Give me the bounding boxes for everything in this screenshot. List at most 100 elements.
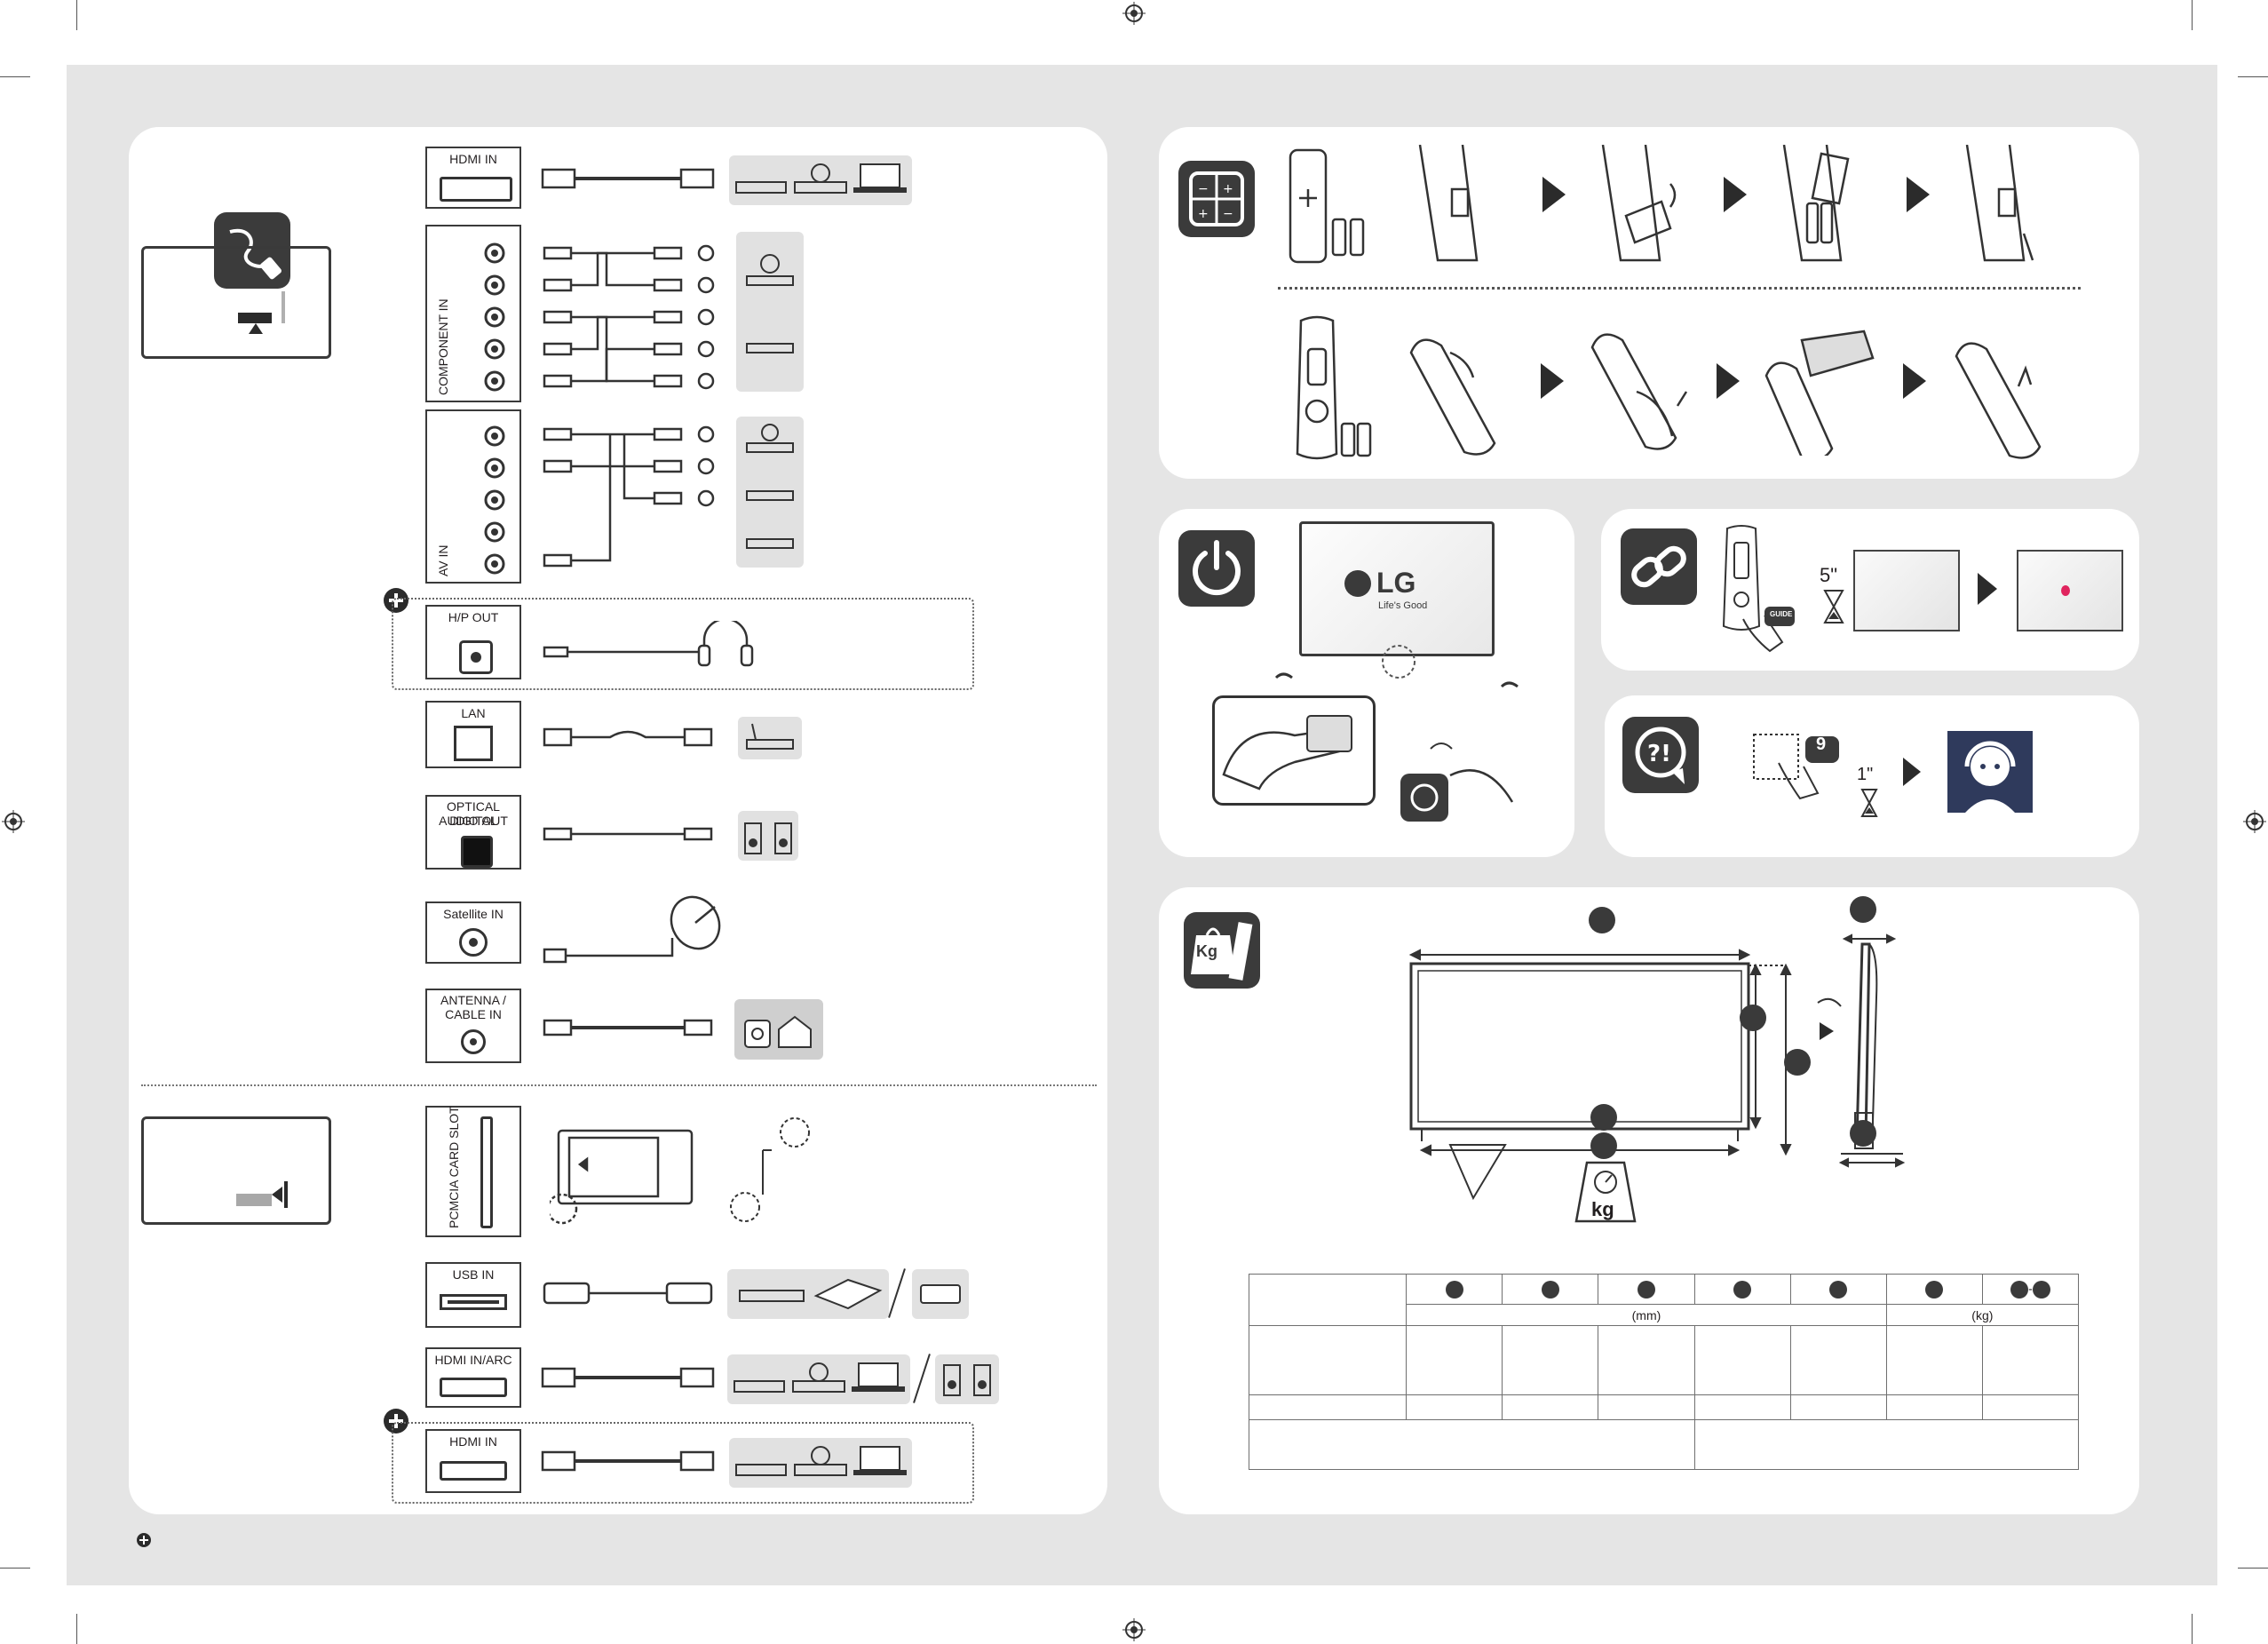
- svg-text:−: −: [1198, 182, 1209, 196]
- arrow-right-icon: [1903, 758, 1921, 786]
- scale-kg-label: kg: [1591, 1198, 1614, 1220]
- router-box: [738, 717, 802, 759]
- usb-stick-box: [912, 1269, 969, 1319]
- spec-unit-kg: (kg): [1885, 1304, 2080, 1326]
- antenna-label-1: ANTENNA /: [440, 993, 506, 1007]
- arrow-right-icon: [1724, 177, 1747, 212]
- optional-group: [392, 598, 974, 690]
- cable-plug-icon: [214, 212, 290, 289]
- magic-remote-step-2-icon: [1590, 333, 1688, 450]
- spec-cell: [1693, 1394, 1791, 1420]
- lan-cable-icon: [543, 727, 713, 747]
- support-agent-icon: [1947, 731, 2033, 813]
- antenna-label-2: CABLE IN: [445, 1007, 502, 1021]
- spec-cell: [1885, 1325, 1983, 1395]
- pairing-wait-label: 5": [1820, 564, 1838, 586]
- question-chat-icon: ?!: [1622, 717, 1699, 793]
- slash-divider: [888, 1268, 906, 1318]
- ci-module-icon: [550, 1129, 694, 1225]
- guide-button-label: GUIDE: [1770, 610, 1793, 618]
- lg-logo-icon: [1344, 570, 1371, 597]
- rotate-arrow-icon: [1817, 997, 1842, 1040]
- registration-mark-icon: [1122, 1618, 1146, 1641]
- spec-cell: [1981, 1394, 2080, 1420]
- keypad-press-icon: [1753, 734, 1839, 800]
- hdmi-arc-label: HDMI IN/ARC: [434, 1353, 512, 1367]
- av-cable-icon: [543, 425, 715, 568]
- spec-col-a: [1406, 1274, 1503, 1305]
- devices-box: [729, 1438, 912, 1488]
- dimension-marker-a: [1589, 907, 1615, 933]
- dimension-marker-depth: [1850, 896, 1876, 923]
- crop-mark: [76, 0, 77, 30]
- weight-ruler-icon: [1184, 912, 1260, 989]
- power-icon: [1178, 530, 1255, 607]
- crop-mark: [0, 76, 30, 77]
- optical-label-2: AUDIO OUT: [439, 814, 508, 828]
- lan-label: LAN: [461, 706, 486, 720]
- crop-mark: [2238, 1568, 2268, 1569]
- tv-side-view-diagram: [1838, 933, 1906, 1168]
- dimension-marker-stand-depth: [1850, 1120, 1876, 1147]
- spec-col-g: -: [1981, 1274, 2080, 1305]
- magic-remote-step-4-icon: [1955, 342, 2042, 459]
- optional-group: [392, 1422, 974, 1504]
- antenna-house-box: [734, 999, 823, 1060]
- power-button-closeup: [1212, 695, 1376, 806]
- remote-close-icon: [1965, 145, 2034, 262]
- usb-in-port: USB IN: [425, 1262, 521, 1328]
- hdmi-in-port: HDMI IN: [425, 147, 521, 209]
- spec-cell: [1406, 1394, 1503, 1420]
- spec-cell: [1598, 1394, 1695, 1420]
- hourglass-icon: [1823, 590, 1844, 623]
- dimension-marker-c: [1784, 1049, 1811, 1076]
- av-in-label: AV IN: [436, 544, 450, 576]
- spec-footer-right: [1693, 1419, 2080, 1470]
- svg-text:+: +: [1223, 182, 1233, 196]
- spec-cell: [1885, 1394, 1983, 1420]
- crop-mark: [76, 1614, 77, 1644]
- magic-remote-guide-icon: [1722, 525, 1795, 653]
- arrow-right-icon: [1717, 363, 1740, 399]
- crop-mark: [2192, 1614, 2193, 1644]
- link-icon: [1621, 528, 1697, 605]
- tv-screen-after: [2017, 550, 2123, 631]
- component-in-label: COMPONENT IN: [436, 298, 450, 395]
- lg-slogan: Life's Good: [1378, 600, 1428, 611]
- power-button-location-icon: [1274, 645, 1519, 688]
- hdmi-cable-icon: [541, 168, 715, 189]
- hdmi-in-2-label: HDMI IN: [449, 1434, 497, 1449]
- svg-text:?!: ?!: [1647, 741, 1671, 767]
- remote-batteries-icon: −++−: [1178, 161, 1255, 237]
- spec-cell: [1789, 1394, 1887, 1420]
- connections-panel: HDMI IN COMPONENT IN AV IN H/P OUT: [129, 127, 1107, 1514]
- satellite-in-label: Satellite IN: [443, 907, 504, 921]
- spec-col-e: [1789, 1274, 1887, 1305]
- pcmcia-label: PCMCIA CARD SLOT: [447, 1106, 461, 1228]
- crop-mark: [2192, 0, 2193, 30]
- arrow-right-icon: [1541, 363, 1564, 399]
- hdmi-cable-icon: [541, 1367, 715, 1388]
- pointer-dot: [2061, 585, 2070, 596]
- remote-open-step-2-icon: [1601, 145, 1677, 262]
- crop-mark: [0, 1568, 30, 1569]
- usb-in-label: USB IN: [452, 1267, 495, 1282]
- satellite-in-port: Satellite IN: [425, 901, 521, 964]
- specification-table: - (mm) (kg): [1248, 1274, 2080, 1470]
- arrow-right-icon: [1903, 363, 1926, 399]
- remote-power-press-icon: [1400, 743, 1514, 822]
- key-nine-label: 9: [1816, 735, 1827, 754]
- svg-text:+: +: [1198, 207, 1209, 221]
- spec-cell: [1598, 1325, 1695, 1395]
- registration-mark-icon: [2, 810, 25, 833]
- hourglass-icon: [1860, 789, 1878, 817]
- spec-unit-mm: (mm): [1406, 1304, 1887, 1326]
- support-wait-label: 1": [1857, 765, 1874, 784]
- registration-mark-icon: [1122, 2, 1146, 25]
- dimension-marker-e: [1590, 1132, 1617, 1159]
- spec-col-c: [1598, 1274, 1695, 1305]
- spec-col-d: [1693, 1274, 1791, 1305]
- spec-cell: [1693, 1325, 1791, 1395]
- spec-col-b: [1502, 1274, 1599, 1305]
- pairing-panel: GUIDE 5": [1601, 509, 2139, 671]
